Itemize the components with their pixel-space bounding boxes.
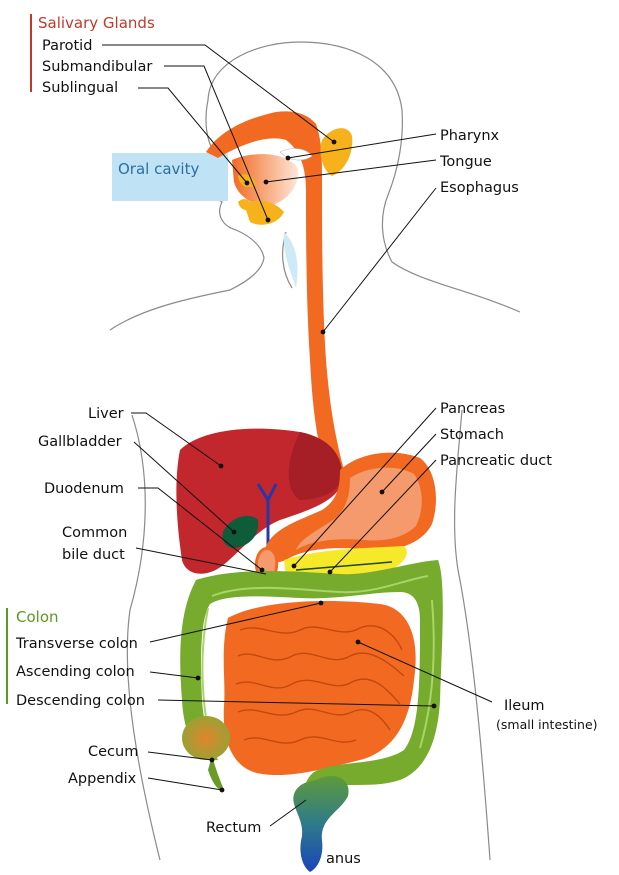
leader-pancreas (293, 407, 437, 567)
dot (195, 675, 201, 681)
label-pharynx: Pharynx (440, 128, 500, 144)
label-parotid: Parotid (42, 38, 92, 54)
colon (180, 560, 443, 800)
dot (218, 463, 224, 469)
colon-highlight (419, 599, 435, 749)
label-submandibular: Submandibular (42, 59, 152, 75)
leader-descending-colon (157, 699, 435, 707)
dot (331, 139, 337, 145)
parotid-gland (320, 128, 353, 176)
label-anus: anus (326, 851, 361, 867)
pancreas (284, 546, 407, 579)
dot (244, 180, 250, 186)
dot (263, 179, 269, 185)
label-sublingual: Sublingual (42, 80, 118, 96)
right-torso-outline (453, 409, 491, 861)
label-stomach: Stomach (440, 427, 504, 443)
label-cecum: Cecum (88, 744, 138, 760)
gallbladder (222, 515, 259, 548)
leader-pharynx (287, 133, 437, 159)
label-common-bile-duct-line2: bile duct (62, 547, 125, 563)
pancreatic-duct (295, 561, 393, 571)
leader-dots (195, 139, 437, 793)
dot (327, 569, 333, 575)
label-esophagus: Esophagus (440, 180, 519, 196)
label-appendix: Appendix (68, 771, 137, 787)
label-pancreatic-duct: Pancreatic duct (440, 453, 552, 469)
oral-cavity-box (112, 153, 228, 201)
dot (318, 600, 324, 606)
colon-bracket (6, 608, 8, 704)
appendix (208, 756, 224, 791)
leader-parotid (102, 44, 335, 143)
colon-highlight (211, 575, 429, 597)
leader-gallbladder (133, 441, 235, 533)
leader-common-bile-duct (135, 547, 267, 575)
liver-lobe (288, 432, 343, 500)
dot (219, 787, 225, 793)
leader-duodenum (138, 487, 263, 571)
esophagus (206, 111, 344, 474)
cecum (182, 716, 230, 760)
left-torso-outline (126, 414, 161, 861)
dot (209, 757, 215, 763)
label-common-bile-duct-line1: Common (62, 525, 127, 541)
label-rectum: Rectum (206, 820, 261, 836)
leader-tongue (265, 159, 437, 183)
dot (379, 489, 385, 495)
leader-appendix (147, 777, 223, 791)
head-outline (207, 41, 521, 313)
label-pancreas: Pancreas (440, 401, 505, 417)
leader-rectum (269, 799, 307, 827)
label-ascending-colon: Ascending colon (16, 664, 135, 680)
rectum (293, 775, 349, 872)
label-liver: Liver (88, 406, 124, 422)
dot (320, 329, 326, 335)
colon-title: Colon (16, 608, 59, 626)
oral-cavity-label: Oral cavity (118, 160, 199, 178)
label-transverse-colon: Transverse colon (15, 636, 138, 652)
small-intestine-folds (235, 625, 405, 744)
salivary-glands-title: Salivary Glands (38, 14, 155, 32)
leader-sublingual (138, 87, 248, 184)
dot (285, 155, 291, 161)
dot (291, 563, 297, 569)
leader-submandibular (164, 65, 269, 221)
leader-lines (102, 44, 493, 827)
small-intestine (223, 600, 416, 776)
dot (355, 639, 361, 645)
gland-lobe (238, 199, 252, 210)
leader-pancreatic-duct (329, 459, 437, 573)
trachea (283, 232, 298, 288)
label-ileum-note: (small intestine) (496, 717, 598, 732)
dot (231, 529, 237, 535)
labels: Parotid Submandibular Sublingual Pharynx… (15, 38, 598, 867)
salivary-bracket (30, 14, 32, 92)
submandibular-gland (244, 200, 284, 225)
leader-ileum (357, 641, 493, 703)
leader-transverse-colon (149, 602, 322, 643)
leader-esophagus (322, 187, 437, 333)
leader-ascending-colon (149, 671, 199, 679)
dot (259, 567, 265, 573)
leader-stomach (381, 433, 437, 493)
leader-liver (131, 412, 222, 467)
label-tongue: Tongue (439, 154, 492, 170)
label-gallbladder: Gallbladder (38, 434, 122, 450)
dot (431, 703, 437, 709)
label-duodenum: Duodenum (44, 481, 124, 497)
dot (265, 217, 271, 223)
leader-cecum (147, 751, 213, 761)
label-ileum: Ileum (504, 698, 545, 714)
label-descending-colon: Descending colon (16, 693, 145, 709)
